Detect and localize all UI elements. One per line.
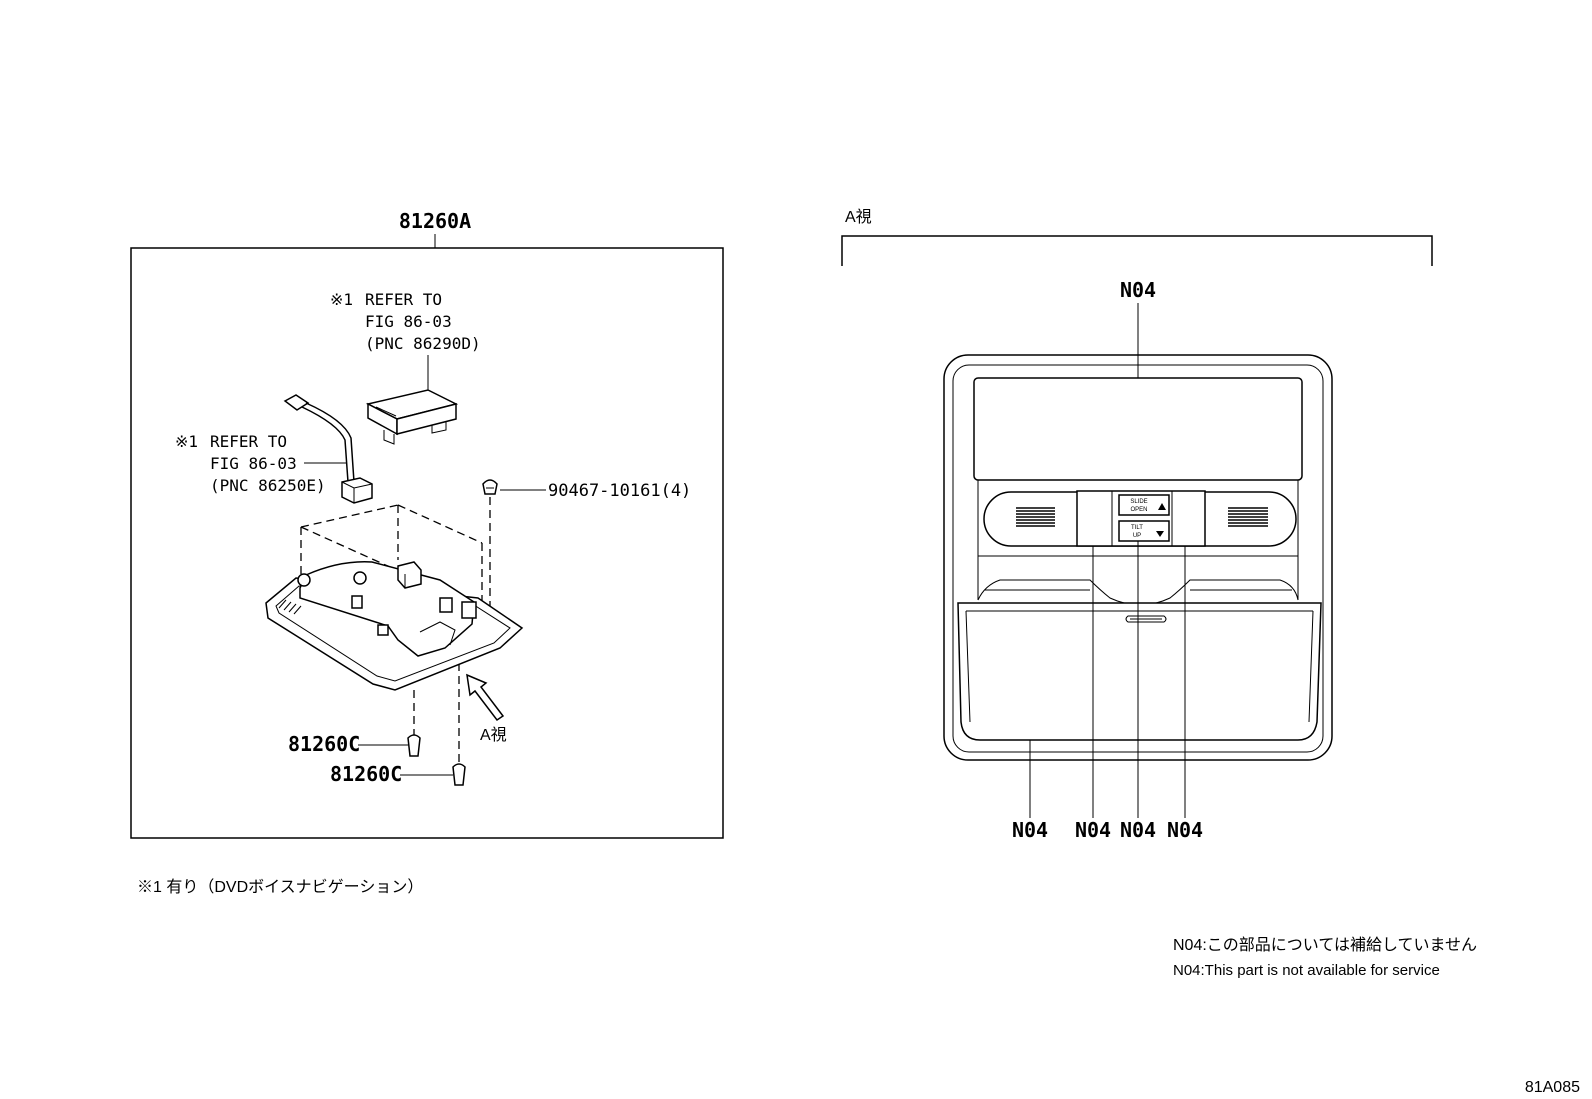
figure-id: 81A085 [1525, 1079, 1580, 1096]
clip-part-number: 81260C [288, 732, 360, 756]
switch-label: TILT [1131, 525, 1143, 531]
tilt-up-switch: TILT UP [1118, 520, 1170, 542]
service-note-en: N04:This part is not available for servi… [1173, 962, 1440, 979]
down-arrow-icon [1156, 531, 1164, 537]
assembly-label: 81260A [399, 209, 471, 233]
reference-line: REFER TO [365, 290, 442, 309]
view-bracket [841, 235, 1433, 266]
holder-handle [1125, 615, 1167, 623]
view-arrow [466, 673, 505, 722]
clip-part-number: 81260C [330, 762, 402, 786]
part-label-n04: N04 [1167, 818, 1203, 842]
navigation-module [365, 389, 459, 445]
speaker-grille-left [1016, 507, 1055, 527]
clip-icon [407, 734, 421, 757]
reference-line: FIG 86-03 [210, 454, 297, 473]
clip-90467 [482, 479, 498, 495]
overhead-console: SLIDE OPEN TILT UP [943, 354, 1333, 761]
reference-mark: ※1 [330, 290, 353, 309]
service-note-jp: N04:この部品については補給していません [1173, 936, 1477, 954]
clip-part-number: 90467-10161(4) [548, 481, 691, 501]
part-label-n04: N04 [1012, 818, 1048, 842]
reference-note-86290d: ※1 REFER TO FIG 86-03 (PNC 86290D) [330, 290, 481, 353]
reference-note-86250e: ※1 REFER TO FIG 86-03 (PNC 86250E) [175, 432, 326, 495]
part-label-n04: N04 [1075, 818, 1111, 842]
view-label: A視 [480, 726, 507, 744]
switch-label: SLIDE [1130, 499, 1147, 505]
reference-line: (PNC 86290D) [365, 334, 481, 353]
part-label-n04: N04 [1120, 818, 1156, 842]
reference-line: (PNC 86250E) [210, 476, 326, 495]
reference-line: FIG 86-03 [365, 312, 452, 331]
mounting-outline [300, 497, 491, 763]
wire-harness [283, 394, 373, 504]
view-label: A視 [845, 208, 872, 226]
footnote: ※1 有り（DVDボイスナビゲーション） [137, 878, 423, 896]
clip-icon [452, 763, 466, 786]
speaker-grille-right [1228, 507, 1268, 527]
map-lamp-assembly [265, 561, 524, 691]
reference-mark: ※1 [175, 432, 198, 451]
up-arrow-icon [1158, 503, 1166, 510]
reference-line: REFER TO [210, 432, 287, 451]
assembly-frame [130, 247, 724, 839]
sunglass-holder [957, 602, 1322, 741]
slide-open-switch: SLIDE OPEN [1118, 494, 1170, 516]
switch-label: UP [1133, 533, 1141, 539]
part-label-n04: N04 [1120, 278, 1156, 302]
switch-label: OPEN [1130, 507, 1147, 513]
